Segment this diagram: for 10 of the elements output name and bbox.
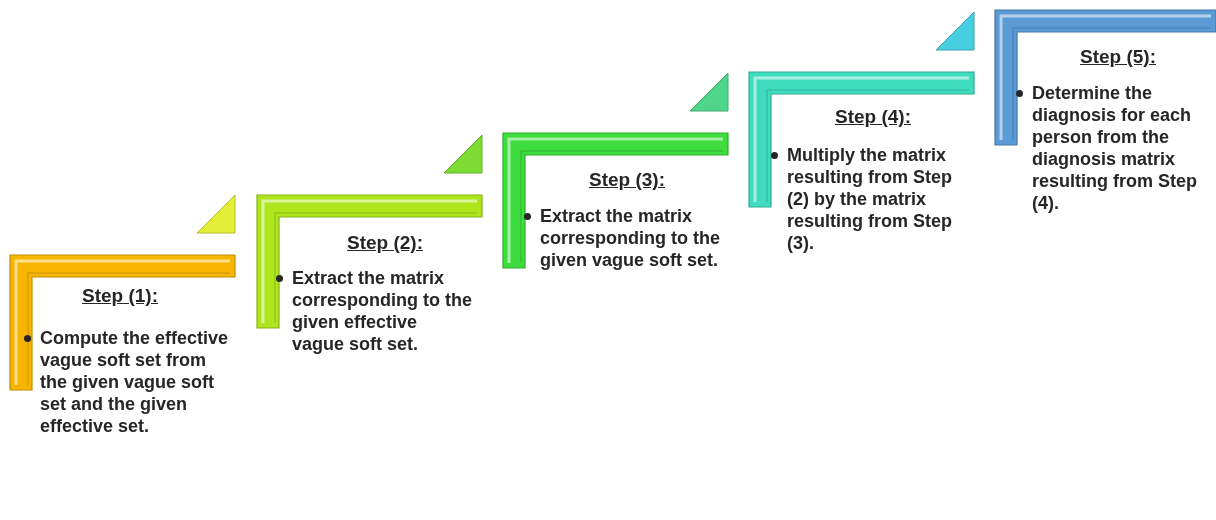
step-description: Multiply the matrix resulting from Step (2) by the matrix resulting from Step (3). xyxy=(787,144,953,254)
step-heading: Step (5): xyxy=(1080,46,1156,68)
step-description: Determine the diagnosis for each person from the diagnosis matrix resulting from Step (4). xyxy=(1032,82,1198,214)
step-description: Extract the matrix corresponding to the given effective vague soft set. xyxy=(292,267,472,355)
step-description: Compute the effective vague soft set from the given vague soft set and the given effective set. xyxy=(40,327,230,437)
step-heading: Step (4): xyxy=(835,106,911,128)
step-heading: Step (3): xyxy=(589,169,665,191)
step-description: Extract the matrix corresponding to the given vague soft set. xyxy=(540,205,720,271)
step-heading: Step (2): xyxy=(347,232,423,254)
step-heading: Step (1): xyxy=(82,285,158,307)
